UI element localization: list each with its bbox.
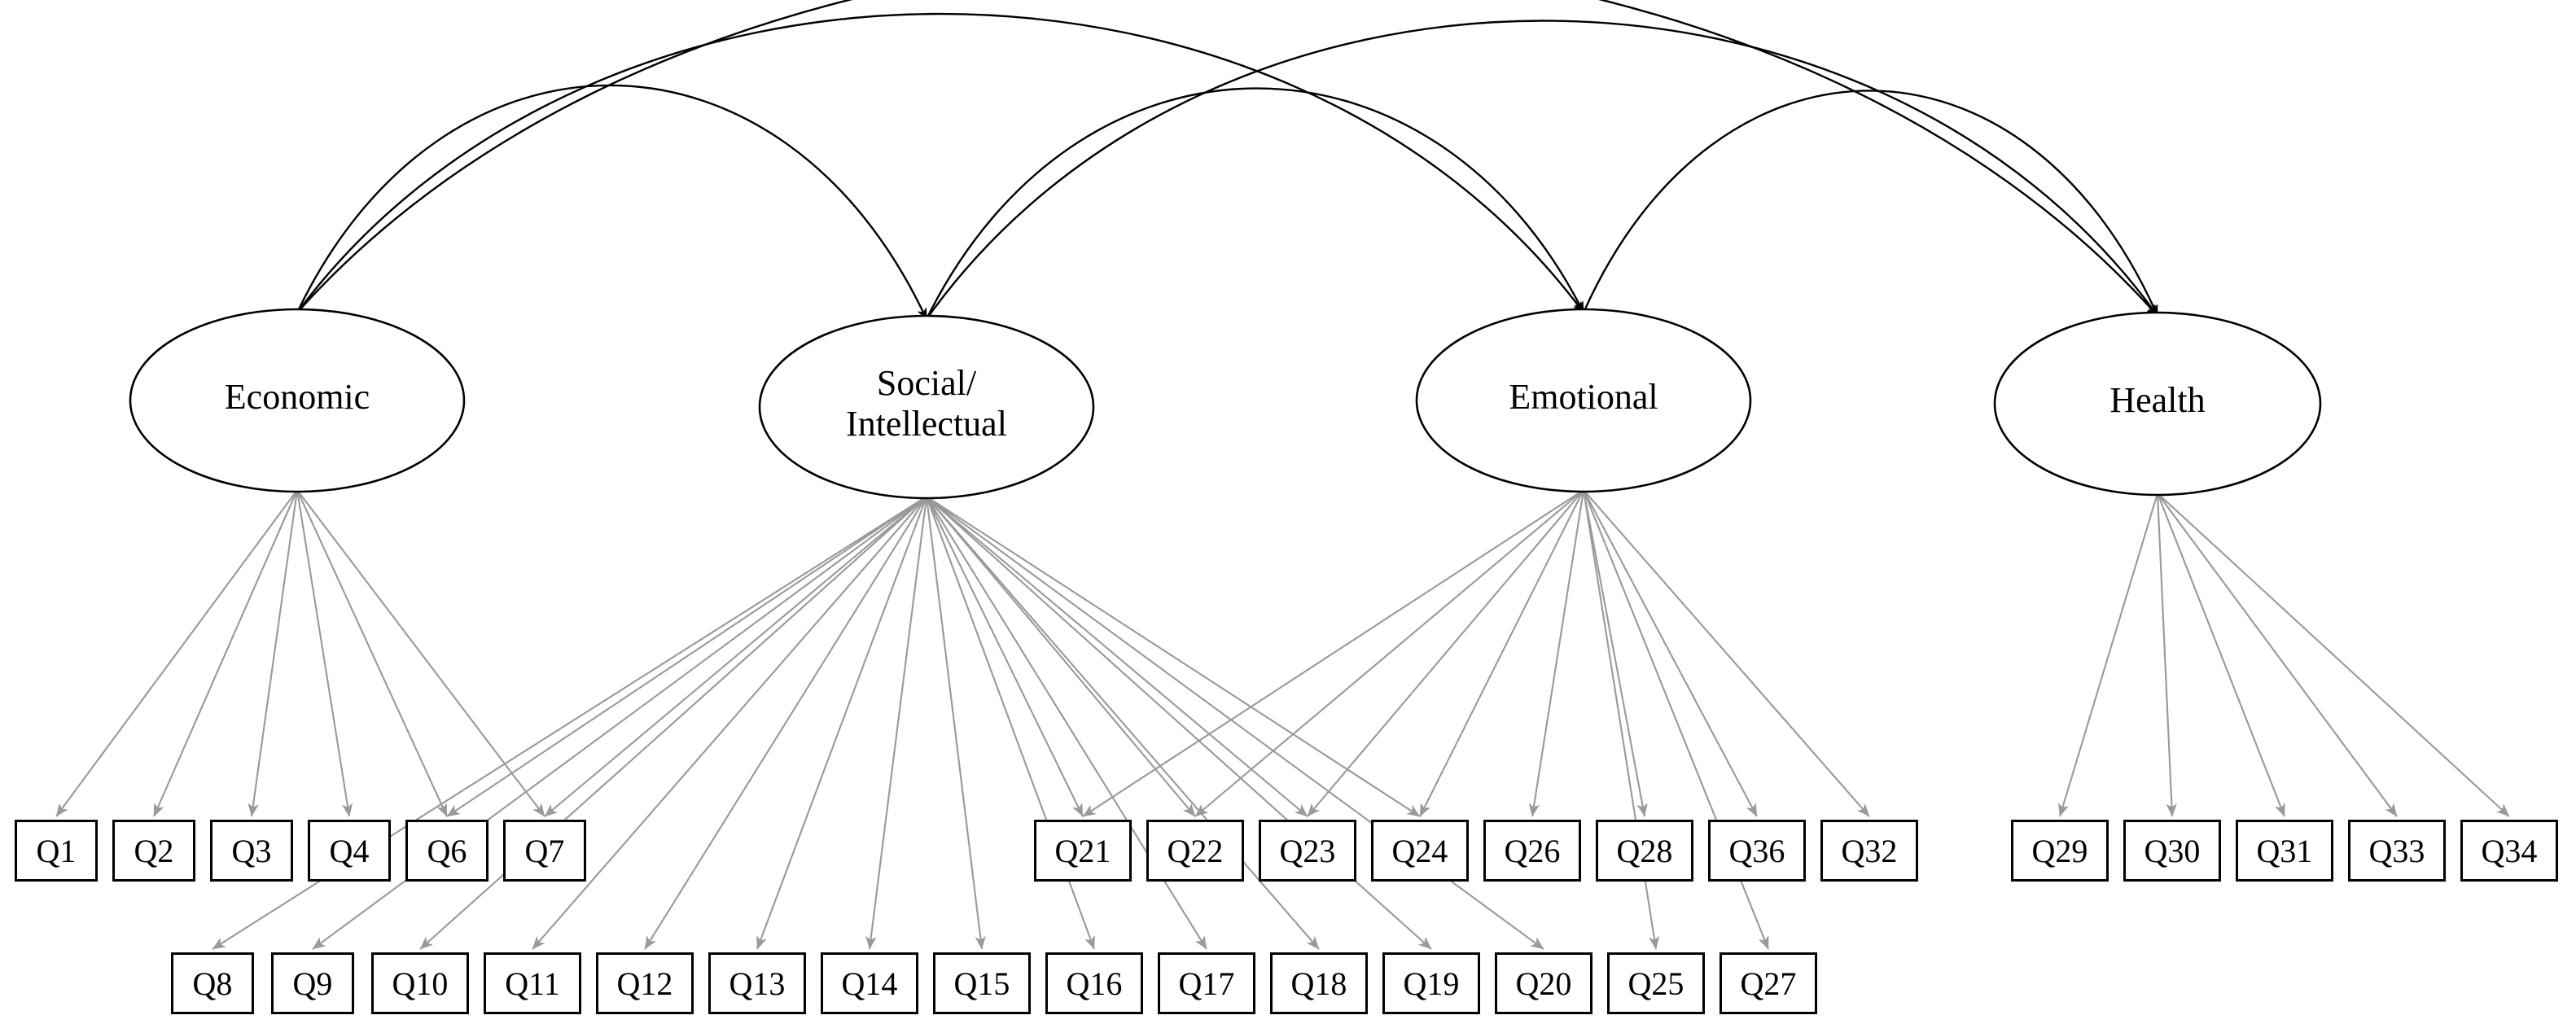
loading-arrow-emotional-q36[interactable] <box>1583 489 1758 817</box>
indicator-box-q34[interactable]: Q34 <box>2460 820 2558 882</box>
covariance-arc-social-health[interactable] <box>916 20 2158 331</box>
indicator-box-q14[interactable]: Q14 <box>821 952 918 1014</box>
indicator-box-q29[interactable]: Q29 <box>2011 820 2109 882</box>
loading-arrow-social-q22[interactable] <box>926 496 1196 817</box>
loading-arrow-emotional-q23[interactable] <box>1307 489 1584 817</box>
indicator-box-q4[interactable]: Q4 <box>308 820 391 882</box>
factor-ellipse-health[interactable] <box>1993 311 2322 497</box>
indicator-box-q24[interactable]: Q24 <box>1371 820 1469 882</box>
indicator-box-q21[interactable]: Q21 <box>1034 820 1132 882</box>
loading-arrow-economic-q2[interactable] <box>153 489 298 817</box>
indicator-box-q36[interactable]: Q36 <box>1708 820 1806 882</box>
loading-arrow-health-q30[interactable] <box>2156 492 2178 817</box>
indicator-box-q13[interactable]: Q13 <box>708 952 806 1014</box>
loading-arrow-health-q29[interactable] <box>2058 492 2159 817</box>
indicator-box-q16[interactable]: Q16 <box>1045 952 1143 1014</box>
loading-arrow-emotional-q26[interactable] <box>1528 489 1585 817</box>
latent-factor-ellipses <box>129 308 2322 500</box>
indicator-box-q30[interactable]: Q30 <box>2123 820 2221 882</box>
covariance-arc-economic-social[interactable] <box>287 84 928 325</box>
loading-arrow-social-q11[interactable] <box>532 496 927 950</box>
indicator-box-q7[interactable]: Q7 <box>503 820 586 882</box>
loading-arrow-social-q18[interactable] <box>926 496 1320 950</box>
covariance-arc-emotional-health[interactable] <box>1574 90 2159 325</box>
loading-arrow-health-q34[interactable] <box>2157 492 2510 817</box>
indicator-box-q3[interactable]: Q3 <box>210 820 293 882</box>
loading-arrow-economic-q4[interactable] <box>296 489 353 817</box>
loading-arrow-social-q12[interactable] <box>644 496 927 950</box>
loading-arrow-emotional-q24[interactable] <box>1419 489 1584 817</box>
covariance-arc-economic-health[interactable] <box>286 0 2158 325</box>
indicator-box-q12[interactable]: Q12 <box>596 952 694 1014</box>
loading-arrow-social-q21[interactable] <box>926 496 1084 817</box>
loading-arrow-social-q7[interactable] <box>544 496 927 817</box>
loading-arrow-social-q15[interactable] <box>925 496 986 950</box>
indicator-box-q33[interactable]: Q33 <box>2348 820 2446 882</box>
indicator-box-q17[interactable]: Q17 <box>1158 952 1255 1014</box>
loading-arrow-health-q33[interactable] <box>2157 492 2398 817</box>
loading-arrow-health-q31[interactable] <box>2157 492 2285 817</box>
indicator-box-q25[interactable]: Q25 <box>1607 952 1705 1014</box>
indicator-box-q8[interactable]: Q8 <box>171 952 254 1014</box>
loading-arrow-social-q23[interactable] <box>926 496 1308 817</box>
loading-arrow-social-q14[interactable] <box>865 496 928 950</box>
indicator-box-q19[interactable]: Q19 <box>1382 952 1480 1014</box>
factor-covariance-arcs <box>286 0 2159 331</box>
indicator-box-q15[interactable]: Q15 <box>933 952 1031 1014</box>
indicator-box-q27[interactable]: Q27 <box>1720 952 1817 1014</box>
indicator-box-q6[interactable]: Q6 <box>405 820 488 882</box>
covariance-arc-economic-emotional[interactable] <box>286 12 1584 325</box>
loading-arrow-social-q10[interactable] <box>419 496 927 950</box>
indicator-box-q20[interactable]: Q20 <box>1495 952 1592 1014</box>
indicator-box-q9[interactable]: Q9 <box>271 952 354 1014</box>
factor-ellipse-emotional[interactable] <box>1415 308 1752 493</box>
factor-loading-arrows <box>55 489 2510 950</box>
indicator-box-q31[interactable]: Q31 <box>2236 820 2333 882</box>
loading-arrow-economic-q3[interactable] <box>248 489 299 817</box>
indicator-box-q18[interactable]: Q18 <box>1270 952 1368 1014</box>
loading-arrow-economic-q1[interactable] <box>55 489 298 817</box>
indicator-box-q1[interactable]: Q1 <box>15 820 98 882</box>
loading-arrow-economic-q6[interactable] <box>296 489 448 817</box>
indicator-box-q28[interactable]: Q28 <box>1596 820 1693 882</box>
indicator-box-q2[interactable]: Q2 <box>112 820 195 882</box>
indicator-box-q26[interactable]: Q26 <box>1483 820 1581 882</box>
loading-arrow-social-q24[interactable] <box>926 496 1421 817</box>
indicator-box-q22[interactable]: Q22 <box>1146 820 1244 882</box>
indicator-box-q10[interactable]: Q10 <box>371 952 469 1014</box>
factor-ellipse-social[interactable] <box>758 314 1095 500</box>
indicator-box-q11[interactable]: Q11 <box>484 952 581 1014</box>
loading-arrow-social-q13[interactable] <box>756 496 927 950</box>
loading-arrow-emotional-q28[interactable] <box>1582 489 1648 817</box>
loading-arrow-emotional-q32[interactable] <box>1583 489 1870 817</box>
indicator-box-q23[interactable]: Q23 <box>1259 820 1356 882</box>
loading-arrow-social-q6[interactable] <box>446 496 927 817</box>
loading-arrow-economic-q7[interactable] <box>296 489 545 817</box>
loading-arrow-emotional-q21[interactable] <box>1082 489 1584 817</box>
indicator-box-q32[interactable]: Q32 <box>1820 820 1918 882</box>
covariance-arc-social-emotional[interactable] <box>917 87 1585 331</box>
loading-arrow-emotional-q22[interactable] <box>1194 489 1584 817</box>
factor-ellipse-economic[interactable] <box>129 308 466 493</box>
